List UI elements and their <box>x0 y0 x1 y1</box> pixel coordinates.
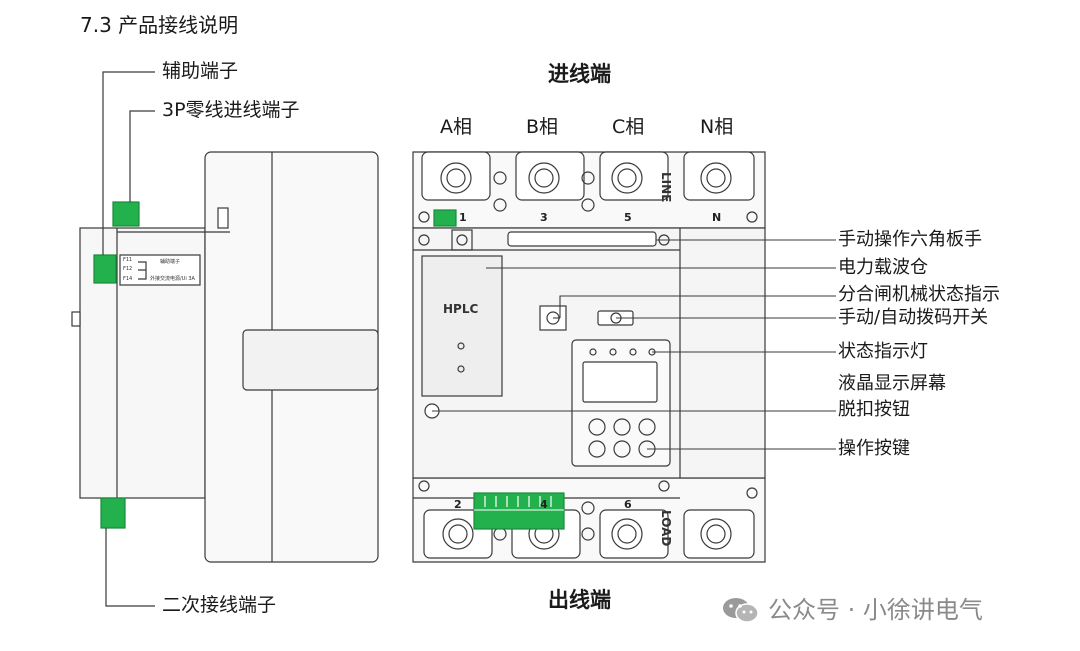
section-heading: 7.3 产品接线说明 <box>80 13 239 37</box>
callout-hex-wrench: 手动操作六角板手 <box>838 229 982 250</box>
callout-keys: 操作按键 <box>838 438 910 459</box>
phase-a-label: A相 <box>440 116 472 138</box>
neutral-terminal-label: 3P零线进线端子 <box>162 99 300 121</box>
callout-lcd: 液晶显示屏幕 <box>838 373 946 394</box>
side-aux-plate <box>119 254 201 286</box>
plate-title: 辅助端子 <box>160 259 181 265</box>
secondary-leader <box>105 528 155 607</box>
secondary-terminal-block <box>100 497 126 529</box>
terminal-number-5: 5 <box>624 211 632 224</box>
secondary-terminal-strip <box>473 492 565 530</box>
hplc-module <box>421 255 503 397</box>
plate-row-f11: F11 <box>123 257 133 263</box>
neutral-terminal-block <box>112 201 140 227</box>
wechat-icon <box>722 596 760 624</box>
callout-mech-indicator: 分合闸机械状态指示 <box>838 284 1000 305</box>
outgoing-side-title: 出线端 <box>548 588 611 612</box>
side-handle-slot <box>242 329 379 391</box>
line-mark: LINE <box>659 172 673 203</box>
callout-trip-button: 脱扣按钮 <box>838 399 910 420</box>
phase-b-label: B相 <box>526 116 559 138</box>
callout-leaders <box>432 239 836 450</box>
lcd-screen <box>582 361 658 403</box>
incoming-side-title: 进线端 <box>548 62 611 86</box>
plate-row-f12: F12 <box>123 266 133 272</box>
side-clip <box>71 311 81 327</box>
terminal-number-6: 6 <box>624 498 632 511</box>
aux-terminal-block <box>93 254 117 284</box>
aux-terminal-label: 辅助端子 <box>162 60 239 82</box>
terminal-number-4: 4 <box>540 498 548 511</box>
callout-status-leds: 状态指示灯 <box>838 341 928 362</box>
side-view <box>71 71 379 607</box>
phase-n-label: N相 <box>700 116 734 138</box>
front-view <box>412 151 836 563</box>
terminal-number-1: 1 <box>459 211 467 224</box>
front-neutral-terminal <box>433 209 457 227</box>
callout-dip-switch: 手动/自动拨码开关 <box>838 307 989 328</box>
hplc-label: HPLC <box>443 302 479 316</box>
phase-c-label: C相 <box>612 116 645 138</box>
aux-leader <box>102 71 155 255</box>
plate-note: 外接交流电源/Ui 3A <box>150 276 195 282</box>
plate-row-f14: F14 <box>123 276 133 282</box>
load-mark: LOAD <box>659 510 673 547</box>
terminal-number-3: 3 <box>540 211 548 224</box>
secondary-terminal-label: 二次接线端子 <box>162 594 277 616</box>
terminal-number-n: N <box>712 211 722 224</box>
neutral-leader <box>129 110 155 202</box>
terminal-number-2: 2 <box>454 498 462 511</box>
watermark-text: 公众号 · 小徐讲电气 <box>768 596 983 624</box>
watermark: 公众号 · 小徐讲电气 <box>722 596 983 624</box>
top-lugs <box>418 151 758 223</box>
callout-hplc-bay: 电力载波仓 <box>838 257 928 278</box>
hex-wrench-slot <box>507 231 657 247</box>
